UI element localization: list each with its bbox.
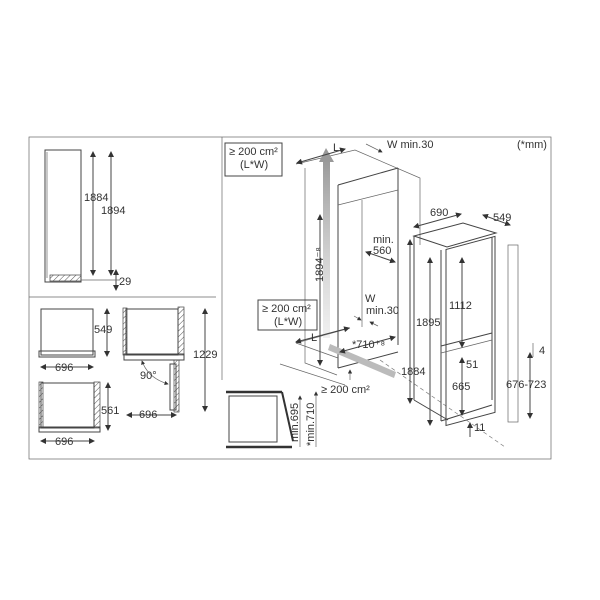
side-view [44, 149, 120, 291]
appliance-drawing [407, 212, 534, 437]
appliance-height-1884: 1884 [401, 366, 425, 378]
niche-width-710: *710⁺⁸ [352, 339, 385, 351]
side-height-1894: 1894 [101, 205, 125, 217]
top-view-b [38, 381, 111, 444]
vent-bottom-L: L [311, 332, 317, 344]
gap-51: 51 [466, 359, 478, 371]
top-view-a [38, 308, 110, 370]
unit-note: (*mm) [517, 139, 547, 151]
door-rail [507, 244, 519, 423]
upper-door-1112: 1112 [449, 300, 472, 312]
niche-drawing [279, 143, 506, 448]
vent-top-L: L [333, 142, 339, 154]
vent-top-box [224, 142, 283, 177]
door-clearance-1229: 1229 [193, 349, 217, 361]
rail-gap-4: 4 [539, 345, 545, 357]
vent-bottom-box [257, 299, 318, 331]
top-depth-549: 549 [94, 324, 112, 336]
airflow-up-arrow [323, 160, 330, 338]
niche-height-1894: 1894⁻⁸ [314, 247, 326, 282]
appliance-depth-549: 549 [493, 212, 511, 224]
top-width-696-b: 696 [55, 436, 73, 448]
rail-range-676-723: 676-723 [506, 379, 546, 391]
detail-min-710: *min.710 [305, 403, 317, 446]
vent-bottom-area: ≥ 200 cm² [262, 303, 311, 315]
top-width-696-a: 696 [55, 362, 73, 374]
niche-depth-560: 560 [373, 245, 391, 257]
vent-top-formula: (L*W) [240, 159, 268, 171]
vent-bottom-W: W [365, 293, 376, 305]
side-height-1884: 1884 [84, 192, 108, 204]
top-depth-561: 561 [101, 405, 119, 417]
vent-bottom-W-min: min.30 [366, 305, 399, 317]
door-detail [226, 385, 319, 457]
detail-min-695: min.695 [289, 403, 301, 442]
top-view-door-open [122, 306, 208, 418]
outer-frame [28, 136, 552, 460]
vent-top-W: W min.30 [387, 139, 433, 151]
top-width-696-c: 696 [139, 409, 157, 421]
niche-depth-label: min. [373, 234, 394, 246]
vent-bottom-formula: (L*W) [274, 316, 302, 328]
vent-top-area: ≥ 200 cm² [229, 146, 278, 158]
lower-door-665: 665 [452, 381, 470, 393]
appliance-height-1895: 1895 [416, 317, 440, 329]
appliance-width-690: 690 [430, 207, 448, 219]
foot-11: 11 [474, 422, 485, 434]
door-angle-90: 90° [140, 370, 157, 382]
side-plinth-29: 29 [119, 276, 131, 288]
plinth-vent-area: ≥ 200 cm² [321, 384, 370, 396]
